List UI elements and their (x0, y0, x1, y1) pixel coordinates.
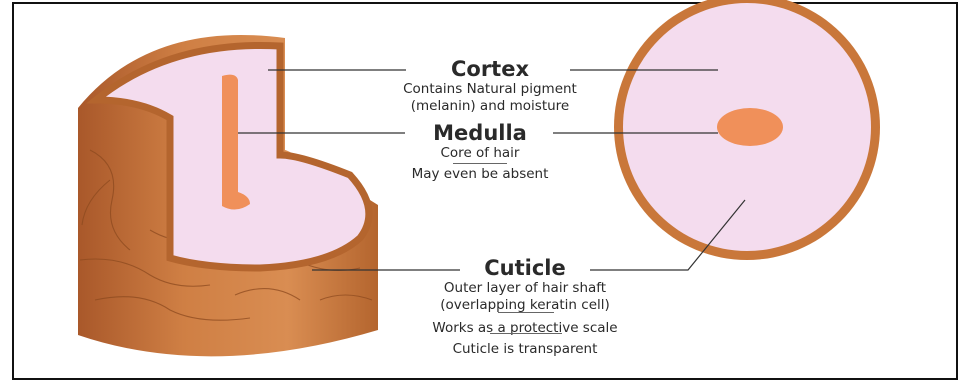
medulla-label: Medulla Core of hair May even be absent (330, 121, 630, 183)
cuticle-divider-1 (498, 312, 554, 313)
cuticle-desc-line1: Outer layer of hair shaft (375, 280, 675, 297)
cortex-desc-line2: (melanin) and moisture (340, 98, 640, 115)
medulla-title: Medulla (330, 121, 630, 145)
cortex-desc-line1: Contains Natural pigment (340, 81, 640, 98)
cortex-title: Cortex (340, 57, 640, 81)
cuticle-title: Cuticle (375, 256, 675, 280)
medulla-disc (717, 108, 783, 146)
hair-cross-section (614, 0, 880, 260)
cortex-label: Cortex Contains Natural pigment (melanin… (340, 57, 640, 115)
cuticle-label: Cuticle Outer layer of hair shaft (overl… (375, 256, 675, 358)
medulla-desc-line2: May even be absent (330, 166, 630, 183)
cuticle-desc-line3: Works as a protective scale (375, 320, 675, 337)
cuticle-divider-2 (490, 333, 562, 334)
medulla-desc-line1: Core of hair (330, 145, 630, 162)
cuticle-desc-line4: Cuticle is transparent (375, 341, 675, 358)
hair-shaft-3d (78, 35, 378, 356)
medulla-divider (453, 163, 507, 164)
